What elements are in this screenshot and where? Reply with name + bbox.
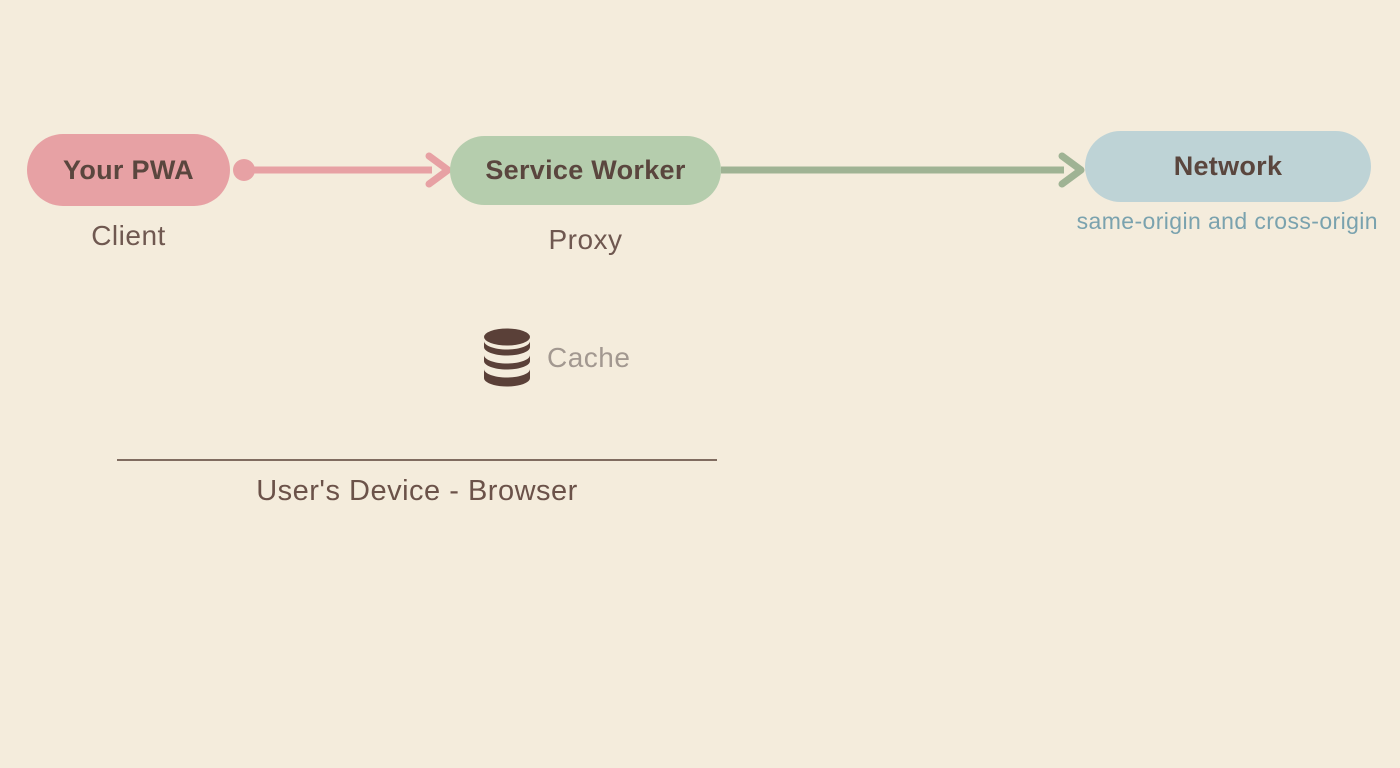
database-icon xyxy=(484,328,530,387)
node-network-label: Network xyxy=(1173,151,1283,181)
node-network: Network xyxy=(1085,131,1371,202)
node-network-caption: same-origin and cross-origin xyxy=(1076,208,1378,234)
cache-group: Cache xyxy=(483,328,630,388)
arrow-service-worker-to-network xyxy=(721,152,1085,188)
node-service-worker: Service Worker xyxy=(450,136,721,205)
node-your-pwa-label: Your PWA xyxy=(63,154,194,185)
device-label: User's Device - Browser xyxy=(256,475,578,507)
arrow-start-dot xyxy=(233,159,255,181)
arrow-pwa-to-service-worker xyxy=(233,152,452,188)
node-service-worker-label: Service Worker xyxy=(485,155,686,185)
node-service-worker-caption: Proxy xyxy=(548,224,623,255)
node-your-pwa-caption: Client xyxy=(91,220,166,251)
cache-label: Cache xyxy=(547,342,631,373)
arrowhead-icon xyxy=(425,152,452,188)
arrowhead-icon xyxy=(1058,152,1085,188)
node-your-pwa: Your PWA xyxy=(27,134,230,206)
device-boundary-line xyxy=(117,459,717,461)
